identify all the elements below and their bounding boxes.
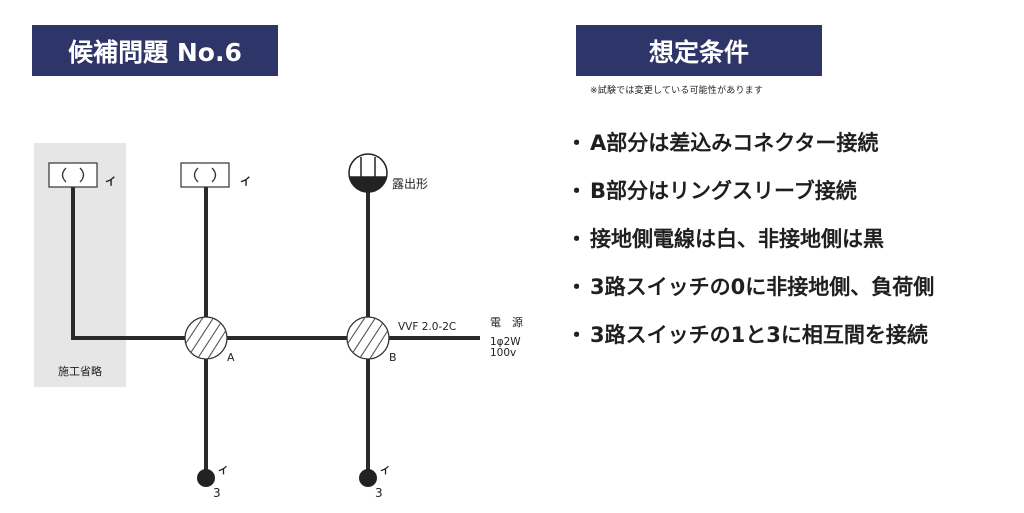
condition-item: ・3路スイッチの1と3に相互間を接続 — [566, 320, 934, 368]
condition-text: 接地側電線は白、非接地側は黒 — [590, 227, 884, 251]
condition-text: 3路スイッチの0に非接地側、負荷側 — [590, 275, 935, 299]
three-way-switch-a-icon — [197, 469, 215, 487]
junction-box-a-icon — [184, 316, 228, 360]
omitted-label: 施工省略 — [58, 364, 102, 378]
bullet-dot: ・ — [566, 227, 587, 251]
condition-item: ・A部分は差込みコネクター接続 — [566, 128, 934, 176]
condition-text: A部分は差込みコネクター接続 — [590, 131, 879, 155]
cable-label: VVF 2.0-2C — [398, 321, 456, 333]
condition-text: B部分はリングスリーブ接続 — [590, 179, 857, 203]
box-a-label: A — [227, 351, 235, 364]
ceiling-lamp-icon — [48, 162, 98, 188]
conditions-heading: 想定条件 — [576, 25, 822, 76]
junction-box-b-icon — [346, 316, 390, 360]
switch-a-subscript: 3 — [213, 486, 221, 500]
page-title: 候補問題 No.6 — [32, 25, 278, 76]
bullet-dot: ・ — [566, 131, 587, 155]
power-spec-voltage: 100v — [490, 347, 516, 359]
box-b-label: B — [389, 351, 397, 364]
lamp-label: イ — [240, 175, 251, 188]
condition-item: ・3路スイッチの0に非接地側、負荷側 — [566, 272, 934, 320]
condition-text: 3路スイッチの1と3に相互間を接続 — [590, 323, 928, 347]
bullet-dot: ・ — [566, 179, 587, 203]
ceiling-lamp-icon — [180, 162, 230, 188]
conditions-list: ・A部分は差込みコネクター接続 ・B部分はリングスリーブ接続 ・接地側電線は白、… — [566, 128, 934, 368]
condition-item: ・B部分はリングスリーブ接続 — [566, 176, 934, 224]
three-way-switch-b-icon — [359, 469, 377, 487]
wires — [71, 187, 480, 470]
conditions-note: ※試験では変更している可能性があります — [590, 86, 764, 96]
lamp-label: イ — [105, 175, 116, 188]
switch-a-label: イ — [218, 465, 228, 477]
switch-b-label: イ — [380, 465, 390, 477]
power-label: 電 源 — [490, 315, 523, 329]
bullet-dot: ・ — [566, 323, 587, 347]
bullet-dot: ・ — [566, 275, 587, 299]
condition-item: ・接地側電線は白、非接地側は黒 — [566, 224, 934, 272]
wiring-diagram: 施工省略 イ イ 露出形 — [34, 143, 523, 500]
receptacle-icon — [348, 153, 388, 193]
switch-b-subscript: 3 — [375, 486, 383, 500]
power-spec-phase: 1φ2W — [490, 336, 521, 348]
outlet-label: 露出形 — [392, 177, 428, 191]
wire-omitted-lamp — [71, 187, 185, 340]
